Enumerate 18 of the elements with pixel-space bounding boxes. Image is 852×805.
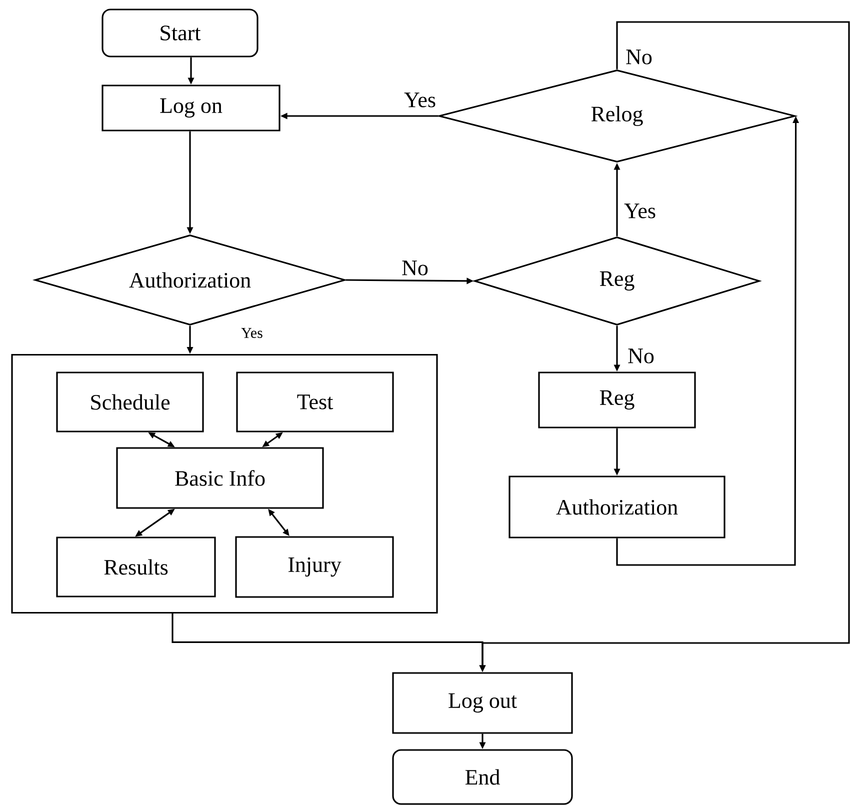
process-box: Results — [56, 536, 216, 598]
container-box — [11, 354, 438, 614]
process-box: Schedule — [56, 372, 204, 432]
process-box: Log on — [102, 84, 280, 132]
terminal-box: Start — [102, 8, 258, 58]
terminal-box: End — [392, 749, 573, 805]
process-box: Log out — [392, 672, 573, 734]
process-box: Test — [236, 372, 394, 432]
process-box: Authorization — [508, 476, 726, 538]
process-box: Basic Info — [116, 447, 324, 509]
edge-label: No — [400, 260, 430, 276]
edge-label: Yes — [623, 202, 657, 220]
edge-label: Yes — [403, 92, 437, 108]
edge-label: No — [626, 348, 656, 364]
edge-label: No — [624, 48, 654, 66]
process-box: Injury — [235, 536, 394, 598]
process-box: Reg — [538, 372, 696, 428]
edge-label: Yes — [240, 327, 264, 339]
